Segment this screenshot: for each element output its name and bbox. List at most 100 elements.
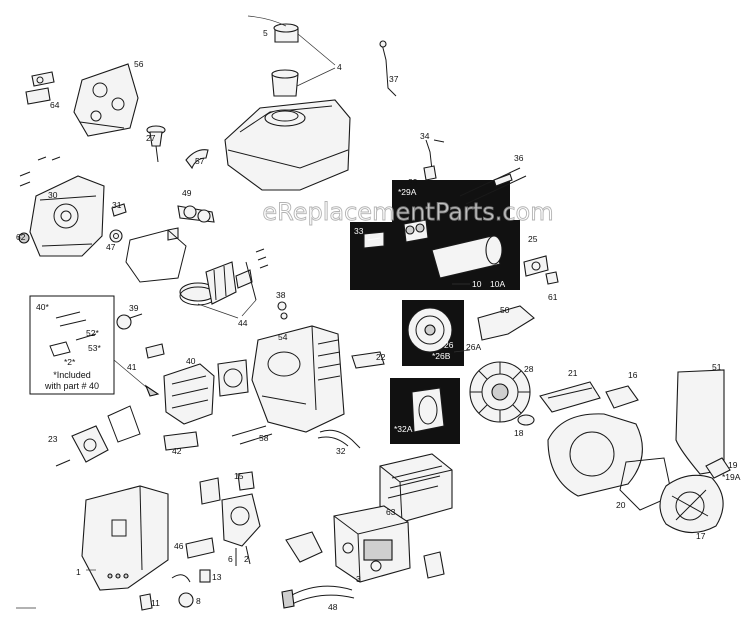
control-bracket [185,537,215,559]
callout-4: 4 [337,62,342,72]
callout-33: 33 [354,226,364,236]
included-parts-note: *Included with part # 40 40* 52* 53* *2* [29,295,115,395]
air-filter-element [379,453,453,523]
callout-54: 54 [278,332,288,342]
callout-36: 36 [514,153,524,163]
callout-11: 11 [151,598,160,608]
callout-27: 27 [146,133,156,143]
callout-52-star: 52* [86,328,99,338]
shroud-panel [675,369,725,475]
callout-19: 19 [728,460,738,470]
callout-29a: *29A [398,187,417,197]
callout-47: 47 [106,242,116,252]
rocker-parts [163,425,273,451]
watermark-text: eReplacementParts.com [262,198,553,226]
cooling-fan [469,361,535,426]
callout-40-star: 40* [36,302,49,312]
small-parts-39-41 [116,313,165,359]
callout-26b: *26B [432,351,451,361]
callout-51: 51 [712,362,722,372]
callout-26: 26 [444,340,454,350]
callout-31: 31 [112,200,122,210]
plug-cap-8 [171,574,194,608]
callout-2: 2 [244,554,249,564]
switch-11 [139,593,153,611]
callout-32: 32 [336,446,346,456]
callout-2-star: *2* [64,357,76,367]
ignition-box [390,378,460,444]
callout-10: 10 [472,279,482,289]
callout-25: 25 [528,234,538,244]
callout-50: 50 [500,305,510,315]
breather-parts [25,71,55,105]
callout-23: 23 [48,434,58,444]
choke-link [379,40,397,97]
callout-22: 22 [376,352,386,362]
callout-44: 44 [238,318,248,328]
control-rods [459,167,527,205]
small-fasteners [255,248,288,320]
crankcase-gasket [125,229,187,283]
callout-13: 13 [212,572,222,582]
callout-17: 17 [696,531,706,541]
blower-housing [547,413,643,497]
note-arrow [144,384,160,397]
head-gasket [107,405,141,443]
flywheel-box [402,300,464,366]
air-filter-housing [333,505,411,583]
callout-34: 34 [420,131,430,141]
callout-labels: 5 4 56 64 37 27 57 34 36 29 *29A 30 49 3… [16,28,741,612]
callout-40: 40 [186,356,196,366]
callout-37: 37 [389,74,399,84]
callout-38: 38 [276,290,286,300]
cover-bolts [19,156,61,187]
callout-64: 64 [50,100,60,110]
bracket-50 [477,305,535,341]
valve-cover [55,425,109,467]
item-13 [199,569,211,583]
callout-10a: 10A [490,279,505,289]
recoil-starter [659,457,731,534]
callout-61: 61 [548,292,558,302]
callout-5: 5 [263,28,268,38]
callout-18: 18 [514,428,524,438]
note-leader [113,359,153,393]
callout-63: 63 [386,507,396,517]
callout-42: 42 [172,446,182,456]
callout-48: 48 [328,602,338,612]
governor-parts [109,203,215,243]
fuel-tank-assembly [224,15,351,191]
bracket-16 [605,385,639,409]
note-line-2: with part # 40 [44,381,99,391]
engine-shroud [81,485,169,591]
oil-filler-dipstick [146,125,209,170]
callout-62: 62 [16,232,26,242]
callout-3: 3 [356,574,361,584]
callout-15: 15 [234,471,244,481]
callout-32a: *32A [394,424,413,434]
note-line-1: *Included [53,370,91,380]
wire-harness-48 [281,585,355,609]
callout-30: 30 [48,190,58,200]
callout-53-star: 53* [88,343,101,353]
engine-block [251,325,345,433]
callout-58: 58 [259,433,269,443]
air-filter-bracket [285,531,445,579]
callout-26a: 26A [466,342,481,352]
side-cover-gasket [73,63,139,137]
callout-29: 29 [408,177,418,187]
callout-49: 49 [182,188,192,198]
piston-assembly [179,261,257,319]
oil-sensor [351,351,385,369]
leader-lines [16,283,471,609]
starter-gasket [619,457,673,511]
callout-46: 46 [174,541,184,551]
callout-8: 8 [196,596,201,606]
carburetor [199,471,261,566]
cylinder-head [163,359,249,425]
callout-41: 41 [127,362,137,372]
guard-21 [539,381,601,413]
callout-20: 20 [616,500,626,510]
electric-starter-group [350,180,520,290]
